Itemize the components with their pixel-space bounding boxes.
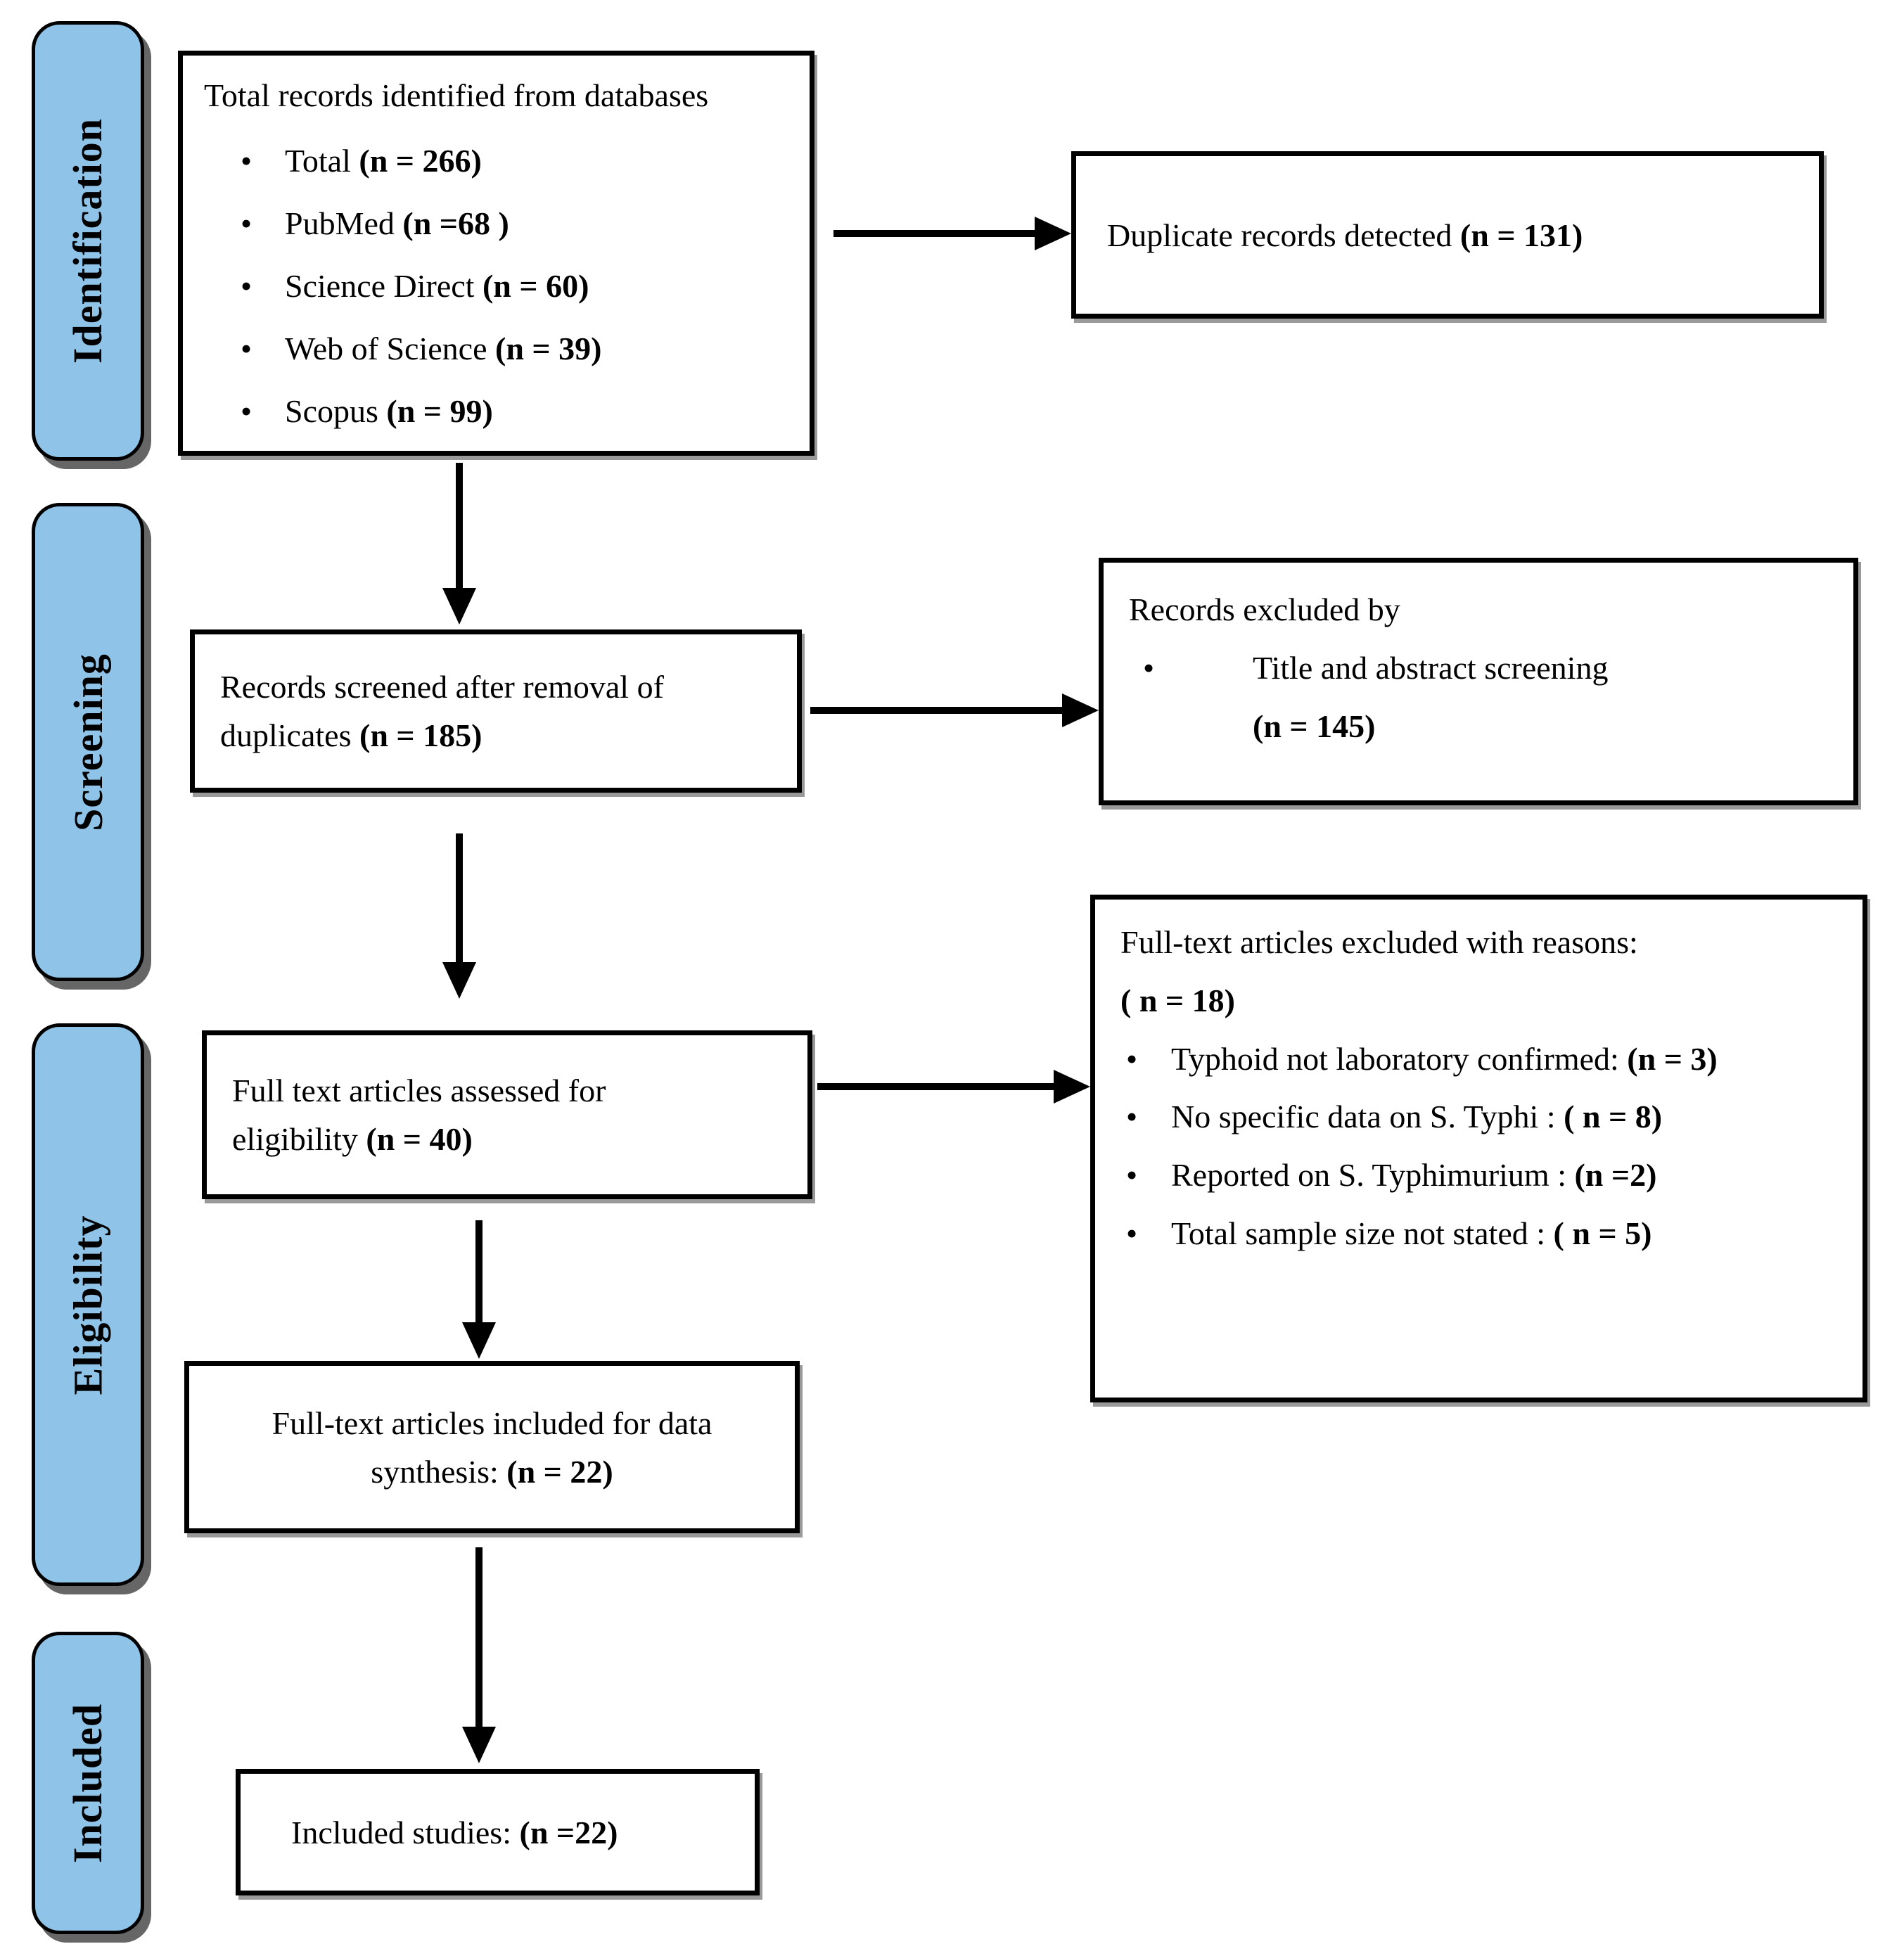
item-count: ( n = 8) xyxy=(1564,1099,1663,1135)
bullet-icon: • xyxy=(241,393,253,429)
count: (n = 131) xyxy=(1459,217,1583,253)
arrow-identified-to-duplicates xyxy=(833,230,1037,237)
count: (n = 40) xyxy=(366,1121,473,1157)
arrowhead-right-icon xyxy=(1062,693,1099,727)
item-text: Typhoid not laboratory confirmed: xyxy=(1171,1040,1628,1077)
list-item: • Title and abstract screening (n = 145) xyxy=(1129,639,1828,756)
arrowhead-down-icon xyxy=(442,962,476,999)
box-title: Full-text articles excluded with reasons… xyxy=(1120,924,1638,960)
text: Full text articles assessed for eligibil… xyxy=(232,1073,606,1157)
stage-label-text: Eligibility xyxy=(65,1215,111,1395)
item-text: PubMed xyxy=(285,205,403,241)
item-count: (n = 266) xyxy=(359,143,482,179)
box-count: ( n = 18) xyxy=(1120,982,1235,1018)
bullet-icon: • xyxy=(1126,1215,1138,1251)
item-text: No specific data on S. Typhi : xyxy=(1171,1099,1564,1135)
arrow-synthesis-to-included xyxy=(475,1547,483,1729)
arrow-screened-to-assessed xyxy=(456,833,463,964)
box-text: Full-text articles included for data syn… xyxy=(239,1399,746,1496)
text: Duplicate records detected xyxy=(1107,217,1460,253)
item-text: Web of Science xyxy=(285,331,495,366)
box-title: Records excluded by xyxy=(1129,591,1400,627)
bullet-icon: • xyxy=(1143,649,1155,686)
box-included-synthesis: Full-text articles included for data syn… xyxy=(184,1361,800,1533)
text: Records screened after removal of duplic… xyxy=(220,669,664,753)
item-text: Science Direct xyxy=(285,268,483,304)
list-item: • Total (n = 266) xyxy=(204,136,788,185)
item-count: (n = 39) xyxy=(495,331,602,366)
box-text: Records screened after removal of duplic… xyxy=(220,663,720,760)
bullet-icon: • xyxy=(1126,1157,1138,1194)
arrowhead-right-icon xyxy=(1035,217,1071,250)
stage-label-screening: Screening xyxy=(32,503,144,981)
bullet-icon: • xyxy=(241,143,253,179)
stage-label-text: Included xyxy=(65,1703,111,1863)
bullet-icon: • xyxy=(241,205,253,241)
arrowhead-right-icon xyxy=(1054,1070,1090,1104)
box-text: Included studies: (n =22) xyxy=(291,1808,618,1857)
item-text: Scopus xyxy=(285,393,387,429)
box-records-identified: Total records identified from databases … xyxy=(178,51,814,456)
stage-label-included: Included xyxy=(32,1632,144,1934)
box-text: Duplicate records detected (n = 131) xyxy=(1107,211,1583,260)
count: (n = 185) xyxy=(359,717,483,753)
box-records-excluded: Records excluded by • Title and abstract… xyxy=(1099,558,1858,805)
arrow-screened-to-excluded xyxy=(810,707,1065,714)
bullet-icon: • xyxy=(241,268,253,304)
list-item: • Science Direct (n = 60) xyxy=(204,262,788,310)
list-item: • Total sample size not stated : ( n = 5) xyxy=(1120,1205,1790,1263)
list-item: • Scopus (n = 99) xyxy=(204,387,788,435)
item-text: Reported on S. Typhimurium : xyxy=(1171,1157,1575,1194)
list-item: • PubMed (n =68 ) xyxy=(204,199,788,248)
list-item: • Typhoid not laboratory confirmed: (n = … xyxy=(1120,1030,1790,1089)
item-count: (n =2) xyxy=(1574,1157,1657,1194)
bullet-icon: • xyxy=(1126,1099,1138,1135)
arrowhead-down-icon xyxy=(462,1727,496,1763)
count: (n = 22) xyxy=(506,1453,613,1490)
item-text: Total sample size not stated : xyxy=(1171,1215,1554,1251)
stage-label-identification: Identification xyxy=(32,21,144,461)
arrow-identified-to-screened xyxy=(456,463,463,591)
exclusion-reason-list: • Typhoid not laboratory confirmed: (n = … xyxy=(1120,1030,1837,1263)
bullet-icon: • xyxy=(1126,1040,1138,1077)
stage-label-text: Screening xyxy=(65,653,111,831)
arrow-assessed-to-fulltext-excluded xyxy=(817,1083,1056,1090)
list-item: • No specific data on S. Typhi : ( n = 8) xyxy=(1120,1088,1790,1146)
item-count: ( n = 5) xyxy=(1553,1215,1652,1251)
bullet-icon: • xyxy=(241,331,253,366)
count: (n =22) xyxy=(519,1814,618,1850)
item-count: (n = 99) xyxy=(386,393,493,429)
box-records-screened: Records screened after removal of duplic… xyxy=(190,629,802,793)
list-item: • Web of Science (n = 39) xyxy=(204,324,788,373)
stage-label-text: Identification xyxy=(65,117,111,364)
arrowhead-down-icon xyxy=(462,1322,496,1359)
list-item: • Reported on S. Typhimurium : (n =2) xyxy=(1120,1146,1790,1205)
arrowhead-down-icon xyxy=(442,588,476,625)
item-text: Total xyxy=(285,143,359,179)
item-count: (n = 145) xyxy=(1253,708,1376,744)
box-title: Total records identified from databases xyxy=(204,77,709,113)
item-count: (n = 60) xyxy=(482,268,589,304)
database-list: • Total (n = 266) • PubMed (n =68 ) • Scien… xyxy=(204,136,788,435)
box-text: Full text articles assessed for eligibil… xyxy=(232,1066,724,1163)
box-included-studies: Included studies: (n =22) xyxy=(236,1769,760,1895)
text: Included studies: xyxy=(291,1814,520,1850)
text: Full-text articles included for data syn… xyxy=(271,1405,713,1490)
box-duplicates-detected: Duplicate records detected (n = 131) xyxy=(1071,151,1824,319)
box-fulltext-excluded: Full-text articles excluded with reasons… xyxy=(1090,895,1867,1402)
item-count: (n =68 ) xyxy=(402,205,509,241)
box-fulltext-assessed: Full text articles assessed for eligibil… xyxy=(202,1030,812,1199)
item-count: (n = 3) xyxy=(1627,1040,1718,1077)
stage-label-eligibility: Eligibility xyxy=(32,1023,144,1586)
item-text: Title and abstract screening xyxy=(1253,649,1609,686)
arrow-assessed-to-synthesis xyxy=(475,1220,483,1324)
